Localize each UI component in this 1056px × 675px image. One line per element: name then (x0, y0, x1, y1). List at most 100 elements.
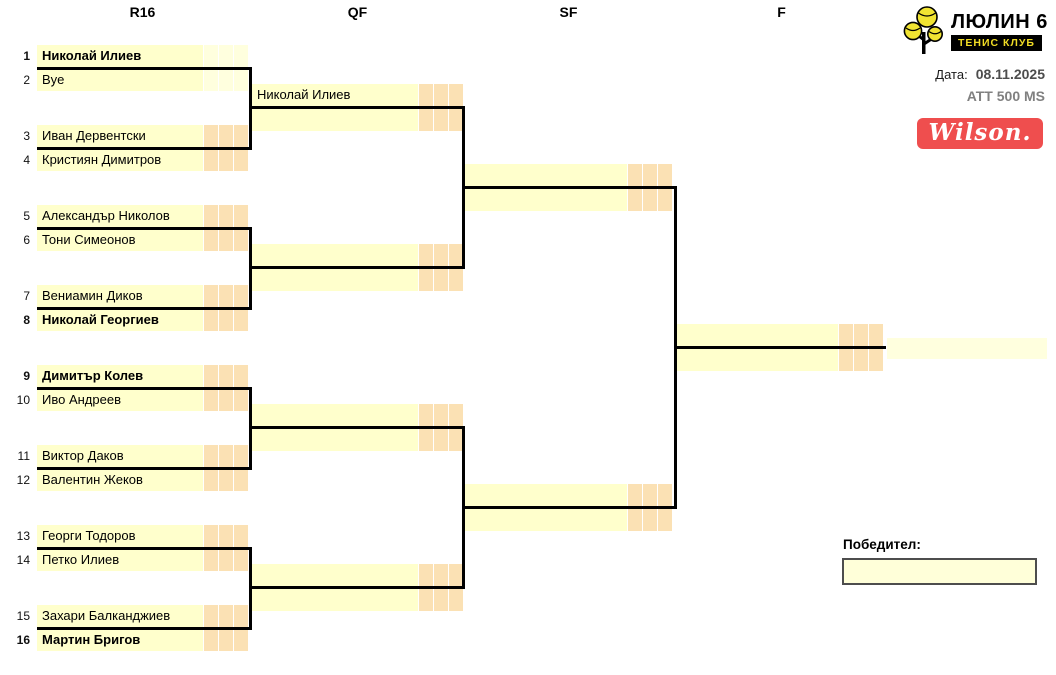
score-cell[interactable] (219, 45, 233, 67)
score-cell[interactable] (204, 45, 218, 67)
score-cell[interactable] (234, 125, 248, 147)
score-cell[interactable] (204, 125, 218, 147)
score-cell[interactable] (204, 525, 218, 547)
score-cell[interactable] (419, 244, 433, 266)
score-cell[interactable] (869, 349, 883, 371)
score-cell[interactable] (643, 509, 657, 531)
score-cell[interactable] (449, 589, 463, 611)
sf-slot-2[interactable] (465, 189, 672, 211)
score-cell[interactable] (419, 429, 433, 451)
score-cell[interactable] (449, 404, 463, 426)
score-cell[interactable] (219, 389, 233, 411)
score-cell[interactable] (219, 125, 233, 147)
r16-slot-3[interactable]: Иван Дервентски (37, 125, 248, 147)
r16-slot-12[interactable]: Валентин Жеков (37, 469, 248, 491)
score-cell[interactable] (234, 445, 248, 467)
score-cell[interactable] (628, 484, 642, 506)
sf-slot-3[interactable] (465, 484, 672, 506)
score-cell[interactable] (234, 469, 248, 491)
score-cell[interactable] (628, 164, 642, 186)
score-cell[interactable] (219, 629, 233, 651)
score-cell[interactable] (219, 445, 233, 467)
score-cell[interactable] (854, 324, 868, 346)
score-cell[interactable] (219, 205, 233, 227)
score-cell[interactable] (204, 629, 218, 651)
final-slot-2[interactable] (677, 349, 883, 371)
score-cell[interactable] (204, 469, 218, 491)
score-cell[interactable] (449, 109, 463, 131)
r16-slot-9[interactable]: Димитър Колев (37, 365, 248, 387)
score-cell[interactable] (219, 605, 233, 627)
score-cell[interactable] (219, 285, 233, 307)
qf-slot-8[interactable] (252, 589, 463, 611)
score-cell[interactable] (234, 365, 248, 387)
qf-slot-6[interactable] (252, 429, 463, 451)
score-cell[interactable] (234, 605, 248, 627)
score-cell[interactable] (434, 269, 448, 291)
r16-slot-5[interactable]: Александър Николов (37, 205, 248, 227)
score-cell[interactable] (219, 469, 233, 491)
score-cell[interactable] (434, 404, 448, 426)
score-cell[interactable] (204, 389, 218, 411)
r16-slot-10[interactable]: Иво Андреев (37, 389, 248, 411)
qf-slot-5[interactable] (252, 404, 463, 426)
r16-slot-6[interactable]: Тони Симеонов (37, 229, 248, 251)
score-cell[interactable] (628, 189, 642, 211)
score-cell[interactable] (234, 285, 248, 307)
score-cell[interactable] (234, 205, 248, 227)
score-cell[interactable] (434, 109, 448, 131)
score-cell[interactable] (419, 269, 433, 291)
r16-slot-4[interactable]: Кристиян Димитров (37, 149, 248, 171)
score-cell[interactable] (658, 164, 672, 186)
score-cell[interactable] (449, 564, 463, 586)
sf-slot-1[interactable] (465, 164, 672, 186)
score-cell[interactable] (234, 525, 248, 547)
qf-slot-1[interactable]: Николай Илиев (252, 84, 463, 106)
qf-slot-3[interactable] (252, 244, 463, 266)
qf-slot-2[interactable] (252, 109, 463, 131)
score-cell[interactable] (234, 45, 248, 67)
score-cell[interactable] (204, 149, 218, 171)
r16-slot-1[interactable]: Николай Илиев (37, 45, 248, 67)
r16-slot-11[interactable]: Виктор Даков (37, 445, 248, 467)
qf-slot-4[interactable] (252, 269, 463, 291)
score-cell[interactable] (419, 84, 433, 106)
r16-slot-14[interactable]: Петко Илиев (37, 549, 248, 571)
score-cell[interactable] (643, 189, 657, 211)
score-cell[interactable] (204, 605, 218, 627)
score-cell[interactable] (219, 549, 233, 571)
score-cell[interactable] (204, 365, 218, 387)
score-cell[interactable] (839, 324, 853, 346)
score-cell[interactable] (204, 229, 218, 251)
score-cell[interactable] (234, 229, 248, 251)
score-cell[interactable] (204, 285, 218, 307)
score-cell[interactable] (643, 164, 657, 186)
score-cell[interactable] (434, 589, 448, 611)
score-cell[interactable] (449, 269, 463, 291)
score-cell[interactable] (204, 69, 218, 91)
score-cell[interactable] (643, 484, 657, 506)
score-cell[interactable] (658, 509, 672, 531)
score-cell[interactable] (434, 564, 448, 586)
r16-slot-7[interactable]: Вениамин Диков (37, 285, 248, 307)
score-cell[interactable] (449, 429, 463, 451)
score-cell[interactable] (449, 84, 463, 106)
score-cell[interactable] (434, 429, 448, 451)
score-cell[interactable] (434, 244, 448, 266)
champion-slot[interactable] (887, 338, 1047, 359)
score-cell[interactable] (219, 229, 233, 251)
score-cell[interactable] (628, 509, 642, 531)
score-cell[interactable] (854, 349, 868, 371)
r16-slot-15[interactable]: Захари Балканджиев (37, 605, 248, 627)
score-cell[interactable] (234, 69, 248, 91)
score-cell[interactable] (419, 589, 433, 611)
r16-slot-13[interactable]: Георги Тодоров (37, 525, 248, 547)
score-cell[interactable] (419, 109, 433, 131)
score-cell[interactable] (204, 309, 218, 331)
score-cell[interactable] (658, 189, 672, 211)
score-cell[interactable] (869, 324, 883, 346)
score-cell[interactable] (219, 309, 233, 331)
sf-slot-4[interactable] (465, 509, 672, 531)
score-cell[interactable] (204, 205, 218, 227)
r16-slot-16[interactable]: Мартин Бригов (37, 629, 248, 651)
